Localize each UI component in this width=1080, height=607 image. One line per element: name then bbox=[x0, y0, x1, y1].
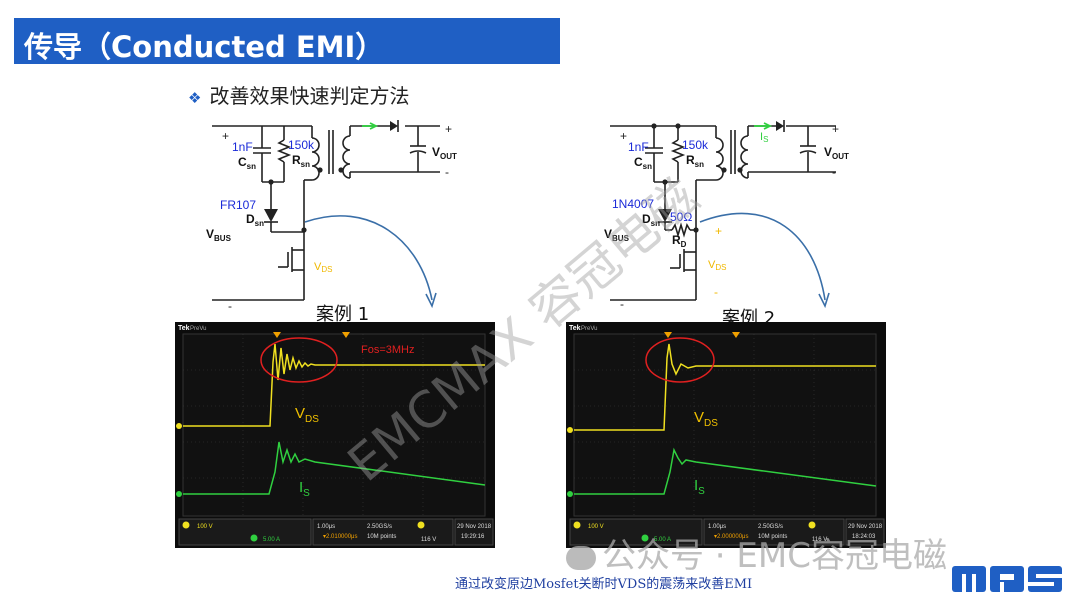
case2-diode-part: 1N4007 bbox=[612, 197, 654, 211]
case1-ringing-circle bbox=[260, 337, 338, 383]
case2-ringing-circle bbox=[645, 337, 715, 383]
svg-text:PreVu: PreVu bbox=[581, 326, 597, 332]
case1-cap-value: 1nF bbox=[232, 140, 253, 154]
svg-text:▾2.000000μs: ▾2.000000μs bbox=[714, 534, 749, 540]
svg-text:5.00 A: 5.00 A bbox=[654, 537, 671, 543]
svg-text:2.50GS/s: 2.50GS/s bbox=[367, 524, 392, 530]
svg-text:2.50GS/s: 2.50GS/s bbox=[758, 524, 783, 530]
svg-text:VDS: VDS bbox=[314, 261, 332, 274]
diamond-bullet-icon: ❖ bbox=[188, 89, 202, 107]
svg-text:Csn: Csn bbox=[238, 155, 256, 171]
case1-label: 案例 1 bbox=[316, 304, 370, 325]
svg-text:VBUS: VBUS bbox=[206, 227, 232, 243]
svg-text:-: - bbox=[445, 165, 449, 179]
mps-logo bbox=[952, 566, 1062, 592]
svg-text:1.00μs: 1.00μs bbox=[708, 524, 726, 530]
footer-caption: 通过改变原边Mosfet关断时VDS的震荡来改善EMI bbox=[455, 577, 753, 592]
svg-text:Csn: Csn bbox=[634, 155, 652, 171]
svg-text:IS: IS bbox=[760, 131, 768, 144]
svg-text:5.00 A: 5.00 A bbox=[263, 537, 280, 543]
svg-text:▾2.010000μs: ▾2.010000μs bbox=[323, 534, 358, 540]
svg-text:+: + bbox=[832, 122, 839, 136]
case1-oscilloscope: Tek PreVu Fos=3MHz VDS IS 100 V 5.00 A 1… bbox=[175, 322, 495, 548]
svg-text:116 V: 116 V bbox=[421, 537, 436, 543]
wechat-watermark-text: 公众号 · EMC容冠电磁 bbox=[602, 536, 947, 576]
case2-circuit: + 1nF Csn 150k Rsn 1N4007 Dsn 50Ω RD VBU… bbox=[604, 120, 849, 311]
svg-text:IS: IS bbox=[299, 479, 310, 499]
svg-text:100 V: 100 V bbox=[197, 524, 213, 530]
svg-text:10M points: 10M points bbox=[367, 534, 396, 540]
svg-text:Tek: Tek bbox=[178, 325, 190, 332]
svg-text:VDS: VDS bbox=[694, 409, 718, 429]
svg-text:19:29:16: 19:29:16 bbox=[461, 534, 485, 540]
svg-text:Rsn: Rsn bbox=[686, 153, 704, 169]
svg-text:29 Nov 2018: 29 Nov 2018 bbox=[457, 524, 492, 530]
case1-is-trace bbox=[183, 441, 486, 495]
svg-text:Dsn: Dsn bbox=[642, 212, 660, 228]
case2-rd-value: 50Ω bbox=[670, 210, 692, 224]
svg-text:Dsn: Dsn bbox=[246, 212, 264, 228]
svg-text:-: - bbox=[620, 297, 624, 311]
svg-text:10M points: 10M points bbox=[758, 534, 787, 540]
wechat-watermark: 公众号 · EMC容冠电磁 bbox=[566, 528, 947, 577]
case1-plus: + bbox=[222, 129, 229, 143]
svg-text:RD: RD bbox=[672, 233, 687, 249]
svg-text:Tek: Tek bbox=[569, 325, 581, 332]
case1-diode-part: FR107 bbox=[220, 198, 256, 212]
svg-text:VOUT: VOUT bbox=[432, 145, 457, 161]
case2-res-value: 150k bbox=[682, 138, 709, 152]
svg-text:+: + bbox=[715, 224, 722, 238]
case2-vds-trace bbox=[574, 343, 876, 431]
case1-res-value: 150k bbox=[288, 138, 315, 152]
case2-is-trace bbox=[574, 447, 877, 495]
svg-text:PreVu: PreVu bbox=[190, 326, 206, 332]
svg-text:Rsn: Rsn bbox=[292, 153, 310, 169]
svg-text:VBUS: VBUS bbox=[604, 227, 630, 243]
svg-text:1.00μs: 1.00μs bbox=[317, 524, 335, 530]
svg-text:18:24:03: 18:24:03 bbox=[852, 534, 876, 540]
case2-cap-value: 1nF bbox=[628, 140, 649, 154]
svg-text:VOUT: VOUT bbox=[824, 145, 849, 161]
svg-text:-: - bbox=[714, 285, 718, 299]
case2-oscilloscope: Tek PreVu VDS IS 100 V 5.00 A 1.00μs ▾2.… bbox=[566, 322, 886, 548]
svg-text:-: - bbox=[228, 299, 232, 313]
svg-text:29 Nov 2018: 29 Nov 2018 bbox=[848, 524, 883, 530]
svg-text:+: + bbox=[620, 129, 627, 143]
svg-text:VDS: VDS bbox=[708, 259, 726, 272]
svg-text:IS: IS bbox=[694, 477, 705, 497]
bullet-line: ❖ 改善效果快速判定方法 bbox=[188, 80, 409, 109]
page-title: 传导（Conducted EMI） bbox=[24, 30, 385, 64]
case1-circuit: + 1nF Csn 150k Rsn FR107 Dsn VBUS + VOUT… bbox=[206, 120, 457, 313]
case1-vds-trace bbox=[183, 343, 485, 427]
wechat-icon bbox=[566, 545, 596, 570]
title-bar: 传导（Conducted EMI） bbox=[14, 18, 560, 64]
svg-text:-: - bbox=[832, 165, 836, 179]
svg-text:VDS: VDS bbox=[295, 405, 319, 425]
bullet-text: 改善效果快速判定方法 bbox=[209, 84, 410, 108]
svg-text:100 V: 100 V bbox=[588, 524, 604, 530]
svg-text:116 V: 116 V bbox=[812, 537, 827, 543]
svg-text:+: + bbox=[445, 122, 452, 136]
case1-fos-annotation: Fos=3MHz bbox=[361, 344, 415, 356]
